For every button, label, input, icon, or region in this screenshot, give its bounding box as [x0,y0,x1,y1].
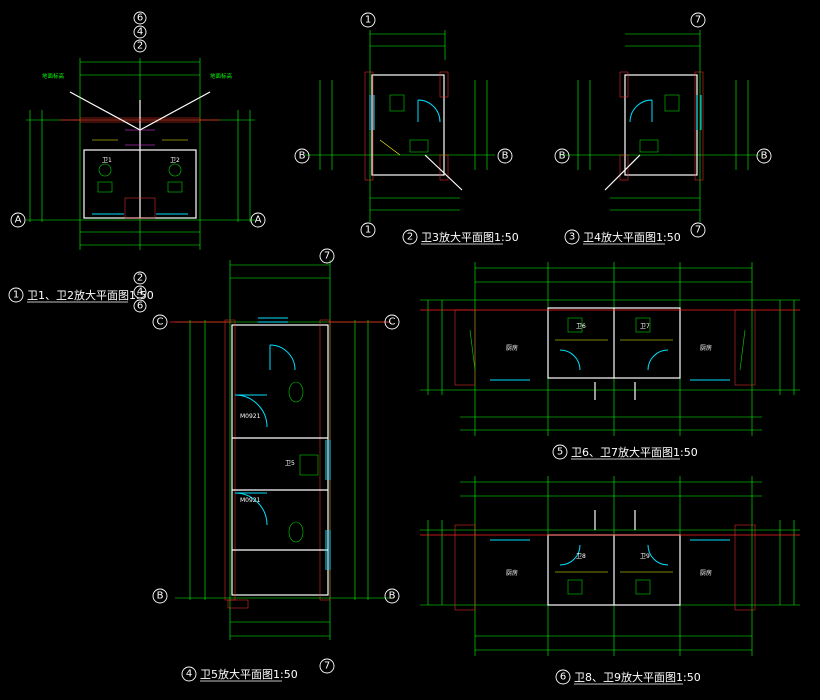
panel-6-floor-plan: 卫8 卫9 厨房 厨房 6 卫8、卫9放大平面图1:50 [420,476,800,685]
panel-4-number-bubble [181,666,197,682]
axis-C-right-p4: C [389,317,396,328]
panel-1-floor-elev-left: 地面标高 [42,72,65,80]
axis-7-top-p4: 7 [324,251,330,262]
axis-6-top-p1: 6 [137,13,143,24]
panel-6-dimensions [420,476,800,656]
axis-7-bottom-p4: 7 [324,661,330,672]
axis-6-bottom-p1: 6 [137,301,143,312]
panel-2-walls [364,71,463,191]
panel-3-title: 卫4放大平面图1:50 [583,230,681,244]
panel-5-kitchen-right: 厨房 [700,344,712,352]
axis-2-top-p1: 2 [137,41,143,52]
panel-3-dimensions [560,30,760,222]
axis-1-bottom-p2: 1 [365,225,371,236]
panel-6-room-w8: 卫8 [576,553,586,560]
panel-5-room-w6: 卫6 [576,323,586,330]
panel-3-walls [604,71,704,191]
panel-1-floor-elev-right: 地面标高 [210,72,233,80]
panel-2-number: 2 [407,232,413,243]
axis-7-bottom-p3: 7 [695,225,701,236]
axis-B-right-p3: B [761,151,768,162]
axis-C-left-p4: C [157,317,164,328]
panel-1-title: 卫1、卫2放大平面图1:50 [27,288,154,302]
axis-B-left-p4: B [157,591,164,602]
panel-4-walls [170,317,390,609]
panel-3-number-bubble [564,229,580,245]
panel-1-number-bubble [8,287,24,303]
panel-2-title: 卫3放大平面图1:50 [421,230,519,244]
panel-5-number-bubble [552,444,568,460]
panel-5-walls [420,307,800,400]
panel-6-number: 6 [560,672,566,683]
panel-1-axis-bubbles: 6 4 2 2 4 6 A A [10,11,266,313]
axis-2-bottom-p1: 2 [137,273,143,284]
panel-1-room-w1: 卫1 [102,157,112,164]
axis-B-left-p2: B [299,151,306,162]
panel-4-number: 4 [186,669,192,680]
panel-6-walls [420,510,800,611]
panel-5-kitchen-left: 厨房 [506,344,518,352]
panel-6-title: 卫8、卫9放大平面图1:50 [574,670,701,684]
axis-A-right-p1: A [255,215,262,226]
axis-7-top-p3: 7 [695,15,701,26]
panel-1-walls [60,91,220,219]
panel-3-floor-plan: 7 7 B B 3 卫4放大平面图1:50 [554,12,772,245]
panel-5-number: 5 [557,447,563,458]
panel-5-room-w7: 卫7 [640,323,650,330]
panel-6-kitchen-left: 厨房 [506,569,518,577]
panel-2-floor-plan: 1 1 B B 2 卫3放大平面图1:50 [294,12,519,245]
panel-5-floor-plan: 卫6 卫7 厨房 厨房 5 卫6、卫7放大平面图1:50 [420,262,800,460]
axis-4-bottom-p1: 4 [137,287,143,298]
panel-1-floor-plan: 地面标高 地面标高 卫1 卫2 6 4 2 2 4 6 A A 1 卫1、卫2放… [8,11,266,313]
panel-6-room-w9: 卫9 [640,553,650,560]
axis-B-left-p3: B [559,151,566,162]
axis-B-right-p2: B [502,151,509,162]
panel-4-door-m0921-a: M0921 [240,413,261,420]
panel-5-dimensions [420,262,800,436]
panel-2-number-bubble [402,229,418,245]
panel-4-title: 卫5放大平面图1:50 [200,667,298,681]
panel-1-number: 1 [13,290,19,301]
panel-4-dimensions [175,260,390,640]
panel-3-number: 3 [569,232,575,243]
panel-2-dimensions [305,30,495,222]
panel-4-door-m0921-b: M0921 [240,497,261,504]
axis-B-right-p4: B [389,591,396,602]
panel-5-title: 卫6、卫7放大平面图1:50 [571,445,698,459]
axis-4-top-p1: 4 [137,27,143,38]
panel-6-kitchen-right: 厨房 [700,569,712,577]
axis-A-left-p1: A [15,215,22,226]
panel-4-room-w5: 卫5 [285,460,295,467]
panel-4-floor-plan: M0921 M0921 卫5 7 7 C C B B 4 卫5放大平面图1:50 [152,248,400,682]
panel-6-number-bubble [555,669,571,685]
panel-1-room-w2: 卫2 [170,157,180,164]
axis-1-top-p2: 1 [365,15,371,26]
